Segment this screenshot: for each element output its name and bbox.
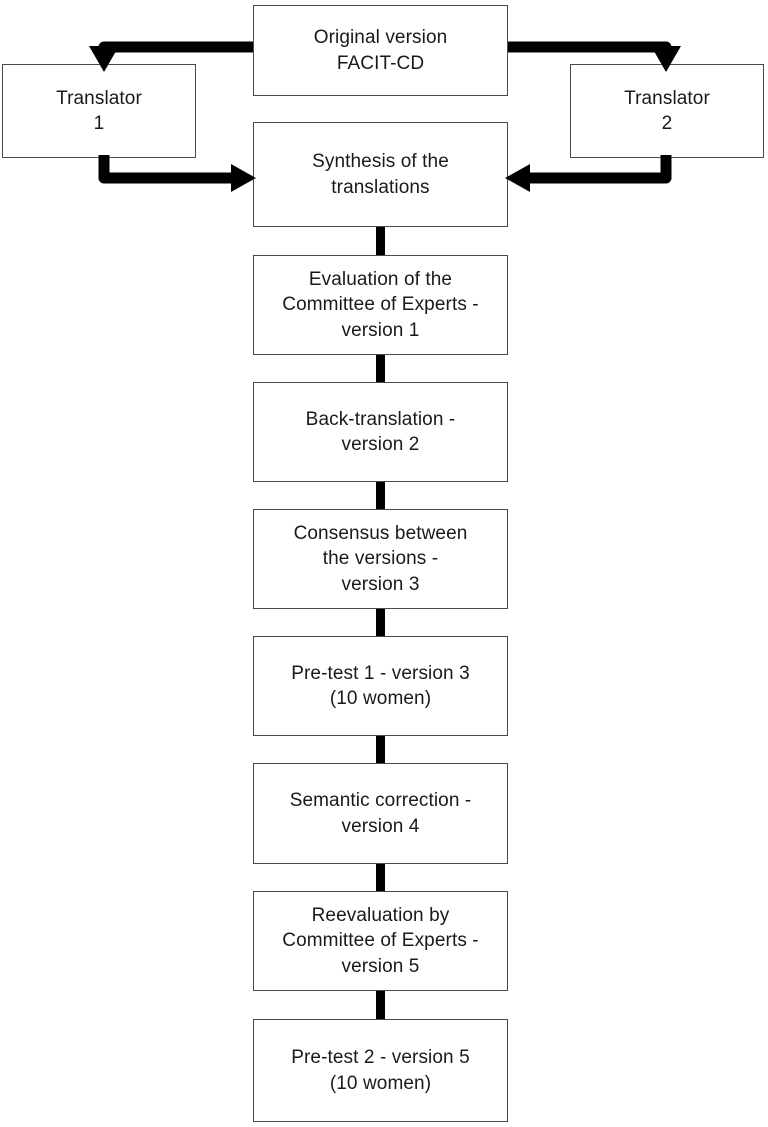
node-committee-evaluation[interactable]: Evaluation of the Committee of Experts -…	[253, 255, 508, 355]
node-label-reevaluation: Reevaluation by Committee of Experts - v…	[282, 905, 479, 977]
node-pre-test-1[interactable]: Pre-test 1 - version 3 (10 women)	[253, 636, 508, 736]
node-label-back-translation: Back-translation - version 2	[305, 408, 456, 455]
arrow-translator-2-to-synthesis	[505, 155, 672, 192]
node-synthesis[interactable]: Synthesis of the translations	[253, 122, 508, 227]
connector-back-translation-to-consensus	[376, 481, 385, 510]
node-label-original-version: Original version FACIT-CD	[313, 27, 448, 74]
node-original-version[interactable]: Original version FACIT-CD	[253, 5, 508, 96]
node-label-translator-2: Translator 2	[624, 87, 710, 134]
arrow-translator-1-to-synthesis	[98, 155, 256, 192]
node-label-committee-evaluation: Evaluation of the Committee of Experts -…	[282, 269, 479, 341]
node-label-consensus: Consensus between the versions - version…	[293, 523, 468, 595]
node-label-pre-test-2: Pre-test 2 - version 5 (10 women)	[291, 1047, 470, 1094]
connector-reevaluation-to-pre-test-2	[376, 990, 385, 1020]
node-label-semantic-correction: Semantic correction - version 4	[289, 790, 472, 837]
node-semantic-correction[interactable]: Semantic correction - version 4	[253, 763, 508, 864]
node-pre-test-2[interactable]: Pre-test 2 - version 5 (10 women)	[253, 1019, 508, 1122]
node-label-synthesis: Synthesis of the translations	[312, 151, 449, 198]
node-back-translation[interactable]: Back-translation - version 2	[253, 382, 508, 482]
node-reevaluation[interactable]: Reevaluation by Committee of Experts - v…	[253, 891, 508, 991]
connector-semantic-correction-to-reevaluation	[376, 863, 385, 892]
node-translator-1[interactable]: Translator 1	[2, 64, 196, 158]
node-label-translator-1: Translator 1	[56, 87, 142, 134]
node-label-pre-test-1: Pre-test 1 - version 3 (10 women)	[291, 662, 470, 709]
connector-synthesis-to-committee-evaluation	[376, 226, 385, 256]
node-translator-2[interactable]: Translator 2	[570, 64, 764, 158]
connector-consensus-to-pre-test-1	[376, 608, 385, 637]
node-consensus[interactable]: Consensus between the versions - version…	[253, 509, 508, 609]
connector-pre-test-1-to-semantic-correction	[376, 735, 385, 764]
connector-committee-evaluation-to-back-translation	[376, 354, 385, 383]
